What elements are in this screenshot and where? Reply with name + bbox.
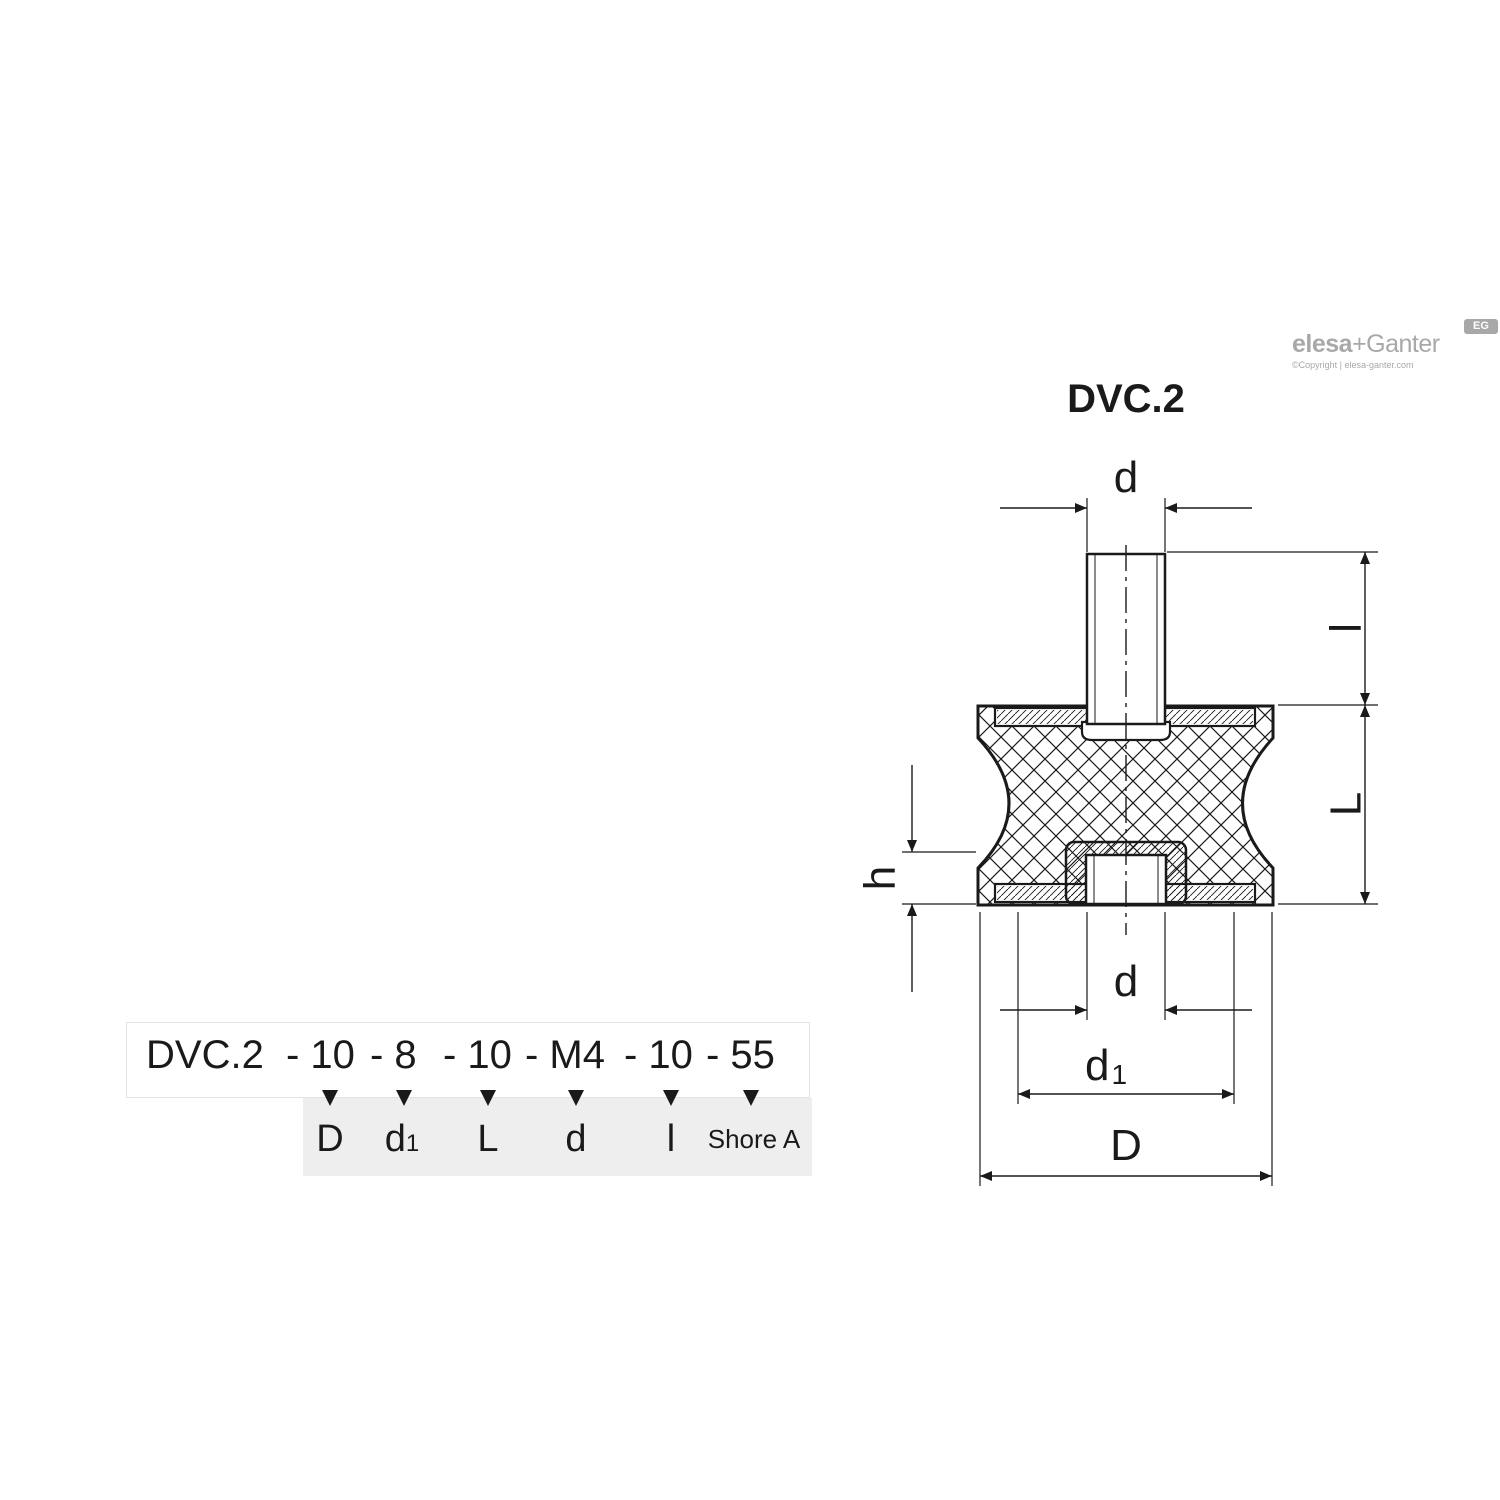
designation-code-box [126, 1022, 810, 1098]
dim-d-top [1000, 498, 1252, 552]
brand-logo: elesa+Ganter EG ©Copyright | elesa-gante… [1292, 319, 1500, 380]
dim-l-L [1167, 551, 1378, 905]
designation-segment: - 55 [706, 1033, 775, 1077]
legend-item-D: D [316, 1118, 344, 1160]
drawing-title: DVC.2 [1067, 377, 1185, 421]
logo-badge: EG [1464, 319, 1498, 334]
designation-segment: - 10 [286, 1033, 355, 1077]
designation-segment: - 8 [370, 1033, 417, 1077]
legend-item-l: l [666, 1118, 676, 1160]
legend-item-L: L [477, 1118, 499, 1160]
dim-d-bottom-label: d [1114, 957, 1138, 1006]
dim-h [902, 765, 976, 992]
dim-D-label: D [1110, 1121, 1142, 1170]
dim-D [979, 912, 1273, 1186]
dim-l-label: l [1322, 623, 1371, 633]
dim-L-label: L [1322, 792, 1371, 816]
designation-pointer [663, 1090, 679, 1106]
dim-h-label: h [856, 866, 905, 890]
designation-pointer [322, 1090, 338, 1106]
dim-d1-label: d1 [1085, 1041, 1127, 1090]
legend-item-d1: d1 [384, 1118, 420, 1160]
designation-segment: DVC.2 [146, 1033, 264, 1077]
designation-pointer [743, 1090, 759, 1106]
designation-segment: - M4 [525, 1033, 605, 1077]
designation-pointer [568, 1090, 584, 1106]
designation-segment: - 10 [624, 1033, 693, 1077]
dim-d-bottom [1000, 912, 1252, 1020]
designation-pointer [396, 1090, 412, 1106]
designation-legend-box [303, 1098, 812, 1176]
designation-pointer [480, 1090, 496, 1106]
dim-d-top-label: d [1114, 453, 1138, 502]
logo-copyright: ©Copyright | elesa-ganter.com [1292, 360, 1414, 370]
dim-d1 [1017, 912, 1235, 1104]
logo-wordmark: elesa+Ganter [1292, 330, 1440, 358]
legend-item-shore-a: Shore A [707, 1124, 801, 1154]
legend-item-d: d [565, 1118, 587, 1160]
designation-segment: - 10 [443, 1033, 512, 1077]
